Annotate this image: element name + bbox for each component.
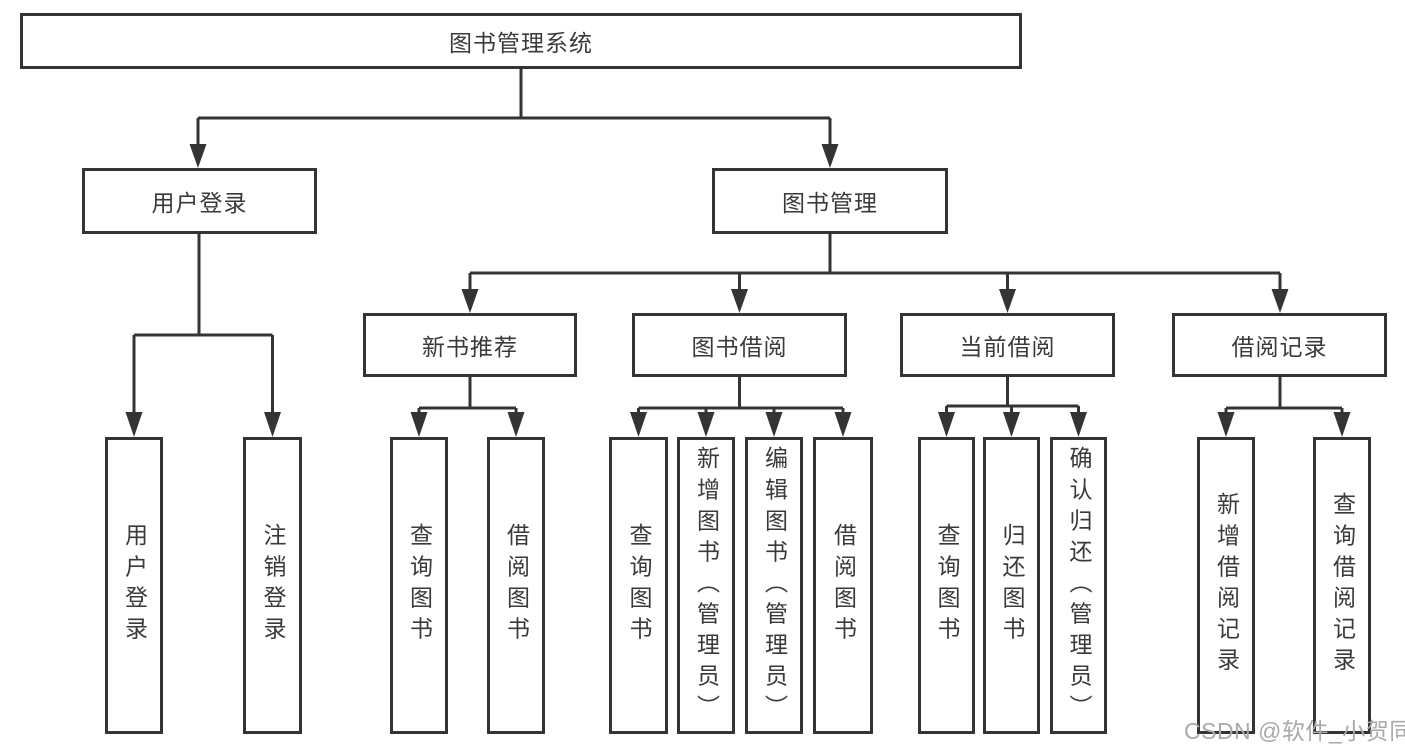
leaf-user-login: 用户登录 (105, 437, 163, 734)
node-label: 图书管理 (782, 190, 878, 216)
node-label: 注销登录 (260, 523, 286, 648)
node-new-book-recommend: 新书推荐 (363, 313, 577, 377)
leaf-edit-book-admin: 编辑图书（管理员） (745, 437, 803, 734)
node-book-management: 图书管理 (712, 168, 948, 234)
node-label: 查询图书 (626, 523, 652, 648)
leaf-query-books-2: 查询图书 (609, 437, 668, 734)
node-label: 借阅记录 (1231, 334, 1328, 360)
node-label: 确认归还（管理员） (1066, 445, 1092, 726)
node-label: 借阅图书 (503, 523, 530, 648)
leaf-add-book-admin: 新增图书（管理员） (677, 437, 735, 734)
node-label: 图书管理系统 (449, 30, 593, 56)
node-label: 借阅图书 (830, 523, 857, 648)
node-label: 编辑图书（管理员） (761, 445, 788, 726)
leaf-query-books-3: 查询图书 (918, 437, 975, 734)
node-label: 查询借阅记录 (1329, 492, 1356, 679)
leaf-logout: 注销登录 (243, 437, 302, 734)
node-label: 归还图书 (999, 523, 1025, 648)
node-label: 新书推荐 (422, 334, 518, 360)
leaf-return-book: 归还图书 (983, 437, 1040, 734)
leaf-query-books: 查询图书 (390, 437, 448, 734)
node-label: 查询图书 (406, 523, 433, 648)
node-label: 查询图书 (934, 523, 960, 648)
node-book-borrow: 图书借阅 (632, 313, 847, 377)
node-label: 用户登录 (151, 190, 248, 216)
leaf-add-borrow-record: 新增借阅记录 (1197, 437, 1255, 734)
node-borrow-records: 借阅记录 (1172, 313, 1387, 377)
leaf-query-borrow-record: 查询借阅记录 (1313, 437, 1371, 734)
leaf-borrow-books: 借阅图书 (487, 437, 545, 734)
node-label: 新增图书（管理员） (693, 445, 720, 726)
node-label: 新增借阅记录 (1213, 492, 1240, 679)
leaf-confirm-return-admin: 确认归还（管理员） (1050, 437, 1107, 734)
node-current-borrow: 当前借阅 (900, 313, 1115, 377)
node-label: 用户登录 (121, 523, 148, 648)
node-label: 当前借阅 (959, 334, 1056, 360)
csdn-watermark: CSDN @软件_小贺同学 (1184, 718, 1405, 744)
node-label: 图书借阅 (691, 334, 788, 360)
node-user-login: 用户登录 (82, 168, 317, 234)
arrowheads (125, 144, 1351, 437)
leaf-borrow-books-2: 借阅图书 (813, 437, 873, 734)
node-root-system: 图书管理系统 (20, 13, 1022, 69)
